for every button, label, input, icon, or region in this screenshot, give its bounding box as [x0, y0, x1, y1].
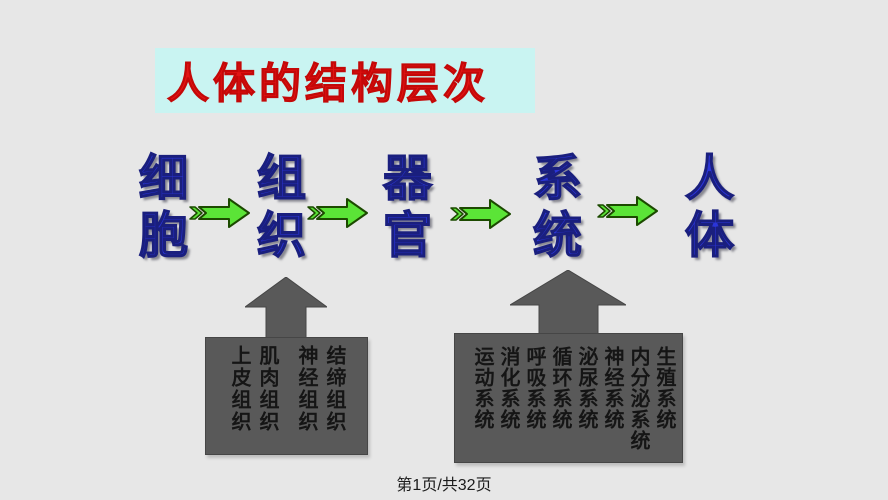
tissue-types-box: 上皮组织 肌肉组织 神经组织 结缔组织: [205, 337, 368, 455]
system-item: 循环系统: [549, 346, 571, 430]
system-item: 运动系统: [471, 346, 493, 430]
flow-term-organ: 器官: [375, 151, 431, 267]
tissue-item: 肌肉组织: [256, 345, 278, 433]
tissue-item: 上皮组织: [228, 345, 250, 433]
system-item: 内分泌系统: [627, 346, 649, 451]
page-indicator: 第1页/共32页: [396, 477, 492, 494]
system-types-box: 运动系统 消化系统 呼吸系统 循环系统 泌尿系统 神经系统 内分泌系统 生殖系统: [454, 333, 683, 463]
up-arrow-icon: [510, 270, 626, 334]
up-arrow-icon: [245, 277, 327, 338]
right-arrow-icon: [450, 199, 511, 229]
system-item: 泌尿系统: [575, 346, 597, 430]
tissue-item: 神经组织: [295, 345, 317, 433]
right-arrow-icon: [597, 196, 658, 226]
system-item: 消化系统: [497, 346, 519, 430]
system-item: 神经系统: [601, 346, 623, 430]
flow-term-tissue: 组织: [249, 151, 305, 267]
slide-title: 人体的结构层次: [166, 60, 490, 108]
tissue-item: 结缔组织: [323, 345, 345, 433]
flow-term-cell: 细胞: [131, 151, 187, 267]
title-banner: 人体的结构层次: [155, 48, 535, 113]
system-item: 呼吸系统: [523, 346, 545, 430]
system-item: 生殖系统: [653, 346, 675, 430]
flow-term-system: 系统: [525, 151, 581, 267]
flow-term-body: 人体: [677, 151, 733, 267]
right-arrow-icon: [189, 198, 250, 228]
right-arrow-icon: [307, 198, 368, 228]
